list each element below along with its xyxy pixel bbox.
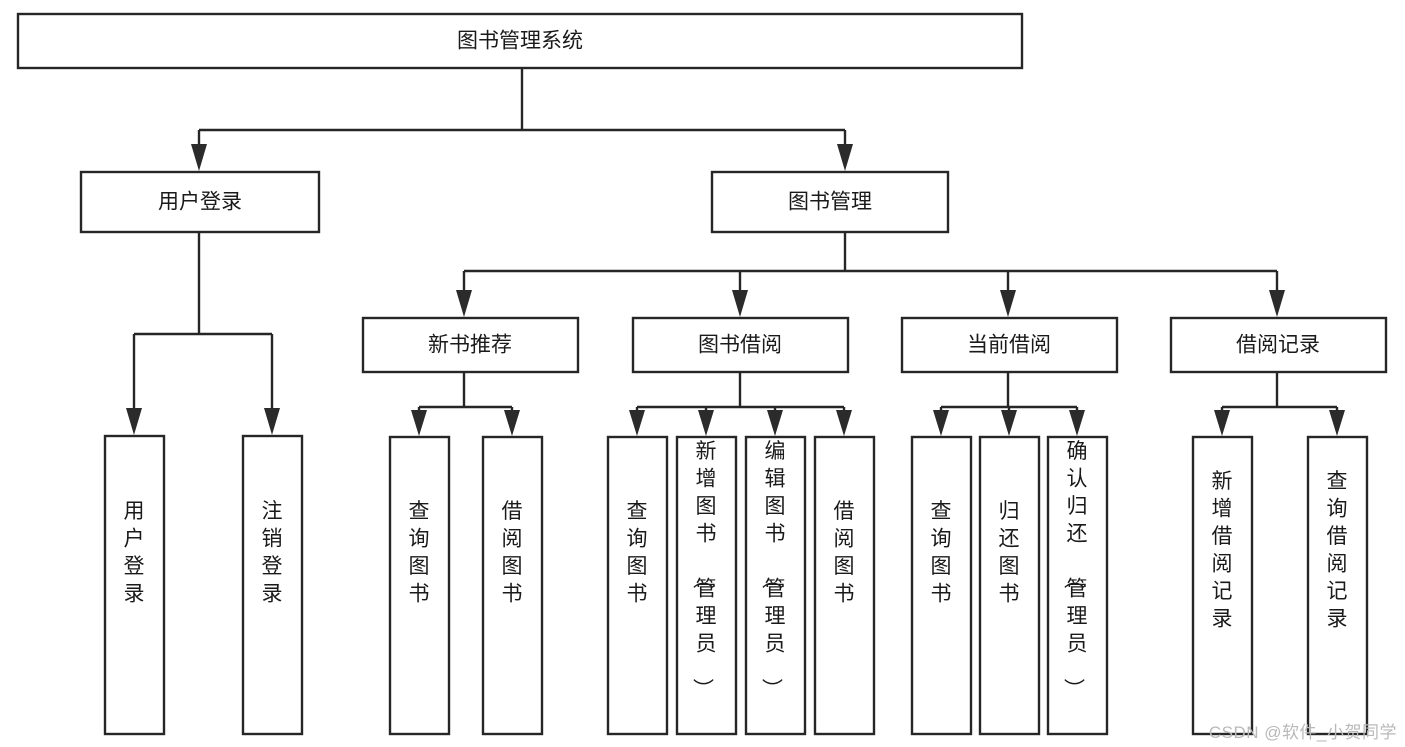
arrow-head-book-borrow	[732, 290, 748, 317]
node-leaf-edit-book-label: 编辑图书（管理员）	[760, 440, 786, 699]
connector-group-current-borrow	[933, 373, 1085, 436]
node-leaf-confirm-return-box[interactable]	[1046, 435, 1109, 736]
node-current-borrow[interactable]: 当前借阅	[900, 316, 1119, 374]
node-book-borrow-label: 图书借阅	[698, 334, 782, 357]
arrow-head-leaf-edit-book	[767, 410, 783, 436]
arrow-head-leaf-query-book-2	[629, 410, 645, 436]
node-leaf-user-login-box[interactable]	[103, 434, 166, 736]
node-leaf-logout[interactable]: 注销登录	[241, 434, 304, 736]
node-current-borrow-label: 当前借阅	[967, 334, 1051, 357]
arrow-head-borrow-record	[1269, 290, 1285, 317]
node-book-manage[interactable]: 图书管理	[710, 170, 950, 234]
arrow-head-leaf-add-record	[1214, 410, 1230, 436]
node-leaf-add-record[interactable]: 新增借阅记录	[1191, 435, 1254, 736]
node-leaf-logout-label: 注销登录	[262, 500, 283, 606]
node-leaf-query-book-3-label: 查询图书	[931, 500, 952, 606]
node-leaf-add-record-box[interactable]	[1191, 435, 1254, 736]
connector-group-root	[191, 69, 853, 171]
node-leaf-user-login-label: 用户登录	[124, 500, 145, 606]
node-borrow-record-label: 借阅记录	[1236, 334, 1320, 357]
connector-group-book-manage	[456, 233, 1285, 317]
node-root[interactable]: 图书管理系统	[16, 12, 1024, 70]
arrow-head-leaf-return-book	[1001, 410, 1017, 436]
arrow-head-leaf-user-login	[126, 408, 142, 435]
node-leaf-query-book-1[interactable]: 查询图书	[388, 435, 451, 736]
node-leaf-confirm-return-label: 确认归还（管理员）	[1062, 440, 1088, 699]
connector-group-borrow-record	[1214, 373, 1345, 436]
arrow-head-leaf-confirm-return	[1069, 410, 1085, 436]
connector-group-user-login	[126, 233, 280, 435]
node-book-manage-box[interactable]	[710, 170, 950, 234]
node-leaf-query-book-2[interactable]: 查询图书	[606, 435, 669, 736]
connector-group-new-book-rec	[411, 373, 520, 436]
arrow-head-user-login	[191, 144, 207, 171]
arrow-head-leaf-logout	[264, 408, 280, 435]
arrow-head-leaf-borrow-book-1	[504, 410, 520, 436]
node-leaf-add-book-label: 新增图书（管理员）	[691, 440, 717, 699]
arrow-head-leaf-add-book	[698, 410, 714, 436]
node-leaf-query-book-3[interactable]: 查询图书	[910, 435, 973, 736]
node-leaf-confirm-return[interactable]: 确认归还（管理员）	[1046, 435, 1109, 736]
node-root-label: 图书管理系统	[457, 30, 583, 53]
node-leaf-edit-book-box[interactable]	[744, 435, 807, 736]
arrow-head-new-book-rec	[456, 290, 472, 317]
node-leaf-borrow-book-2-label: 借阅图书	[834, 500, 855, 606]
node-leaf-return-book-label: 归还图书	[999, 500, 1020, 606]
node-leaf-return-book[interactable]: 归还图书	[978, 435, 1041, 736]
node-leaf-query-record-box[interactable]	[1306, 435, 1369, 736]
node-book-borrow[interactable]: 图书借阅	[631, 316, 850, 374]
node-leaf-user-login[interactable]: 用户登录	[103, 434, 166, 736]
node-user-login[interactable]: 用户登录	[79, 170, 321, 234]
node-user-login-box[interactable]	[79, 170, 321, 234]
arrow-head-leaf-query-book-3	[933, 410, 949, 436]
node-leaf-borrow-book-1-box[interactable]	[481, 435, 544, 736]
node-new-book-rec-label: 新书推荐	[428, 334, 512, 357]
node-borrow-record-box[interactable]	[1169, 316, 1388, 374]
node-leaf-query-book-1-label: 查询图书	[409, 500, 430, 606]
node-user-login-label: 用户登录	[158, 191, 242, 214]
node-leaf-query-book-3-box[interactable]	[910, 435, 973, 736]
node-book-borrow-box[interactable]	[631, 316, 850, 374]
node-leaf-borrow-book-1-label: 借阅图书	[502, 500, 523, 606]
arrow-head-leaf-borrow-book-2	[836, 410, 852, 436]
arrow-head-leaf-query-book-1	[411, 410, 427, 436]
node-leaf-query-book-1-box[interactable]	[388, 435, 451, 736]
arrow-head-current-borrow	[1000, 290, 1016, 317]
node-leaf-return-book-box[interactable]	[978, 435, 1041, 736]
connector-group-book-borrow	[629, 373, 852, 436]
arrow-head-book-manage	[837, 144, 853, 171]
node-leaf-edit-book[interactable]: 编辑图书（管理员）	[744, 435, 807, 736]
node-leaf-query-record[interactable]: 查询借阅记录	[1306, 435, 1369, 736]
node-new-book-rec[interactable]: 新书推荐	[361, 316, 580, 374]
node-new-book-rec-box[interactable]	[361, 316, 580, 374]
node-leaf-add-book-box[interactable]	[675, 435, 738, 736]
node-book-manage-label: 图书管理	[788, 191, 872, 214]
node-leaf-query-book-2-label: 查询图书	[627, 500, 648, 606]
arrow-head-leaf-query-record	[1329, 410, 1345, 436]
node-leaf-add-book[interactable]: 新增图书（管理员）	[675, 435, 738, 736]
node-leaf-add-record-label: 新增借阅记录	[1212, 470, 1233, 631]
node-root-box[interactable]	[16, 12, 1024, 70]
node-leaf-logout-box[interactable]	[241, 434, 304, 736]
node-borrow-record[interactable]: 借阅记录	[1169, 316, 1388, 374]
node-leaf-query-record-label: 查询借阅记录	[1327, 470, 1348, 631]
node-leaf-borrow-book-2[interactable]: 借阅图书	[813, 435, 876, 736]
node-leaf-query-book-2-box[interactable]	[606, 435, 669, 736]
node-leaf-borrow-book-1[interactable]: 借阅图书	[481, 435, 544, 736]
node-leaf-borrow-book-2-box[interactable]	[813, 435, 876, 736]
node-current-borrow-box[interactable]	[900, 316, 1119, 374]
